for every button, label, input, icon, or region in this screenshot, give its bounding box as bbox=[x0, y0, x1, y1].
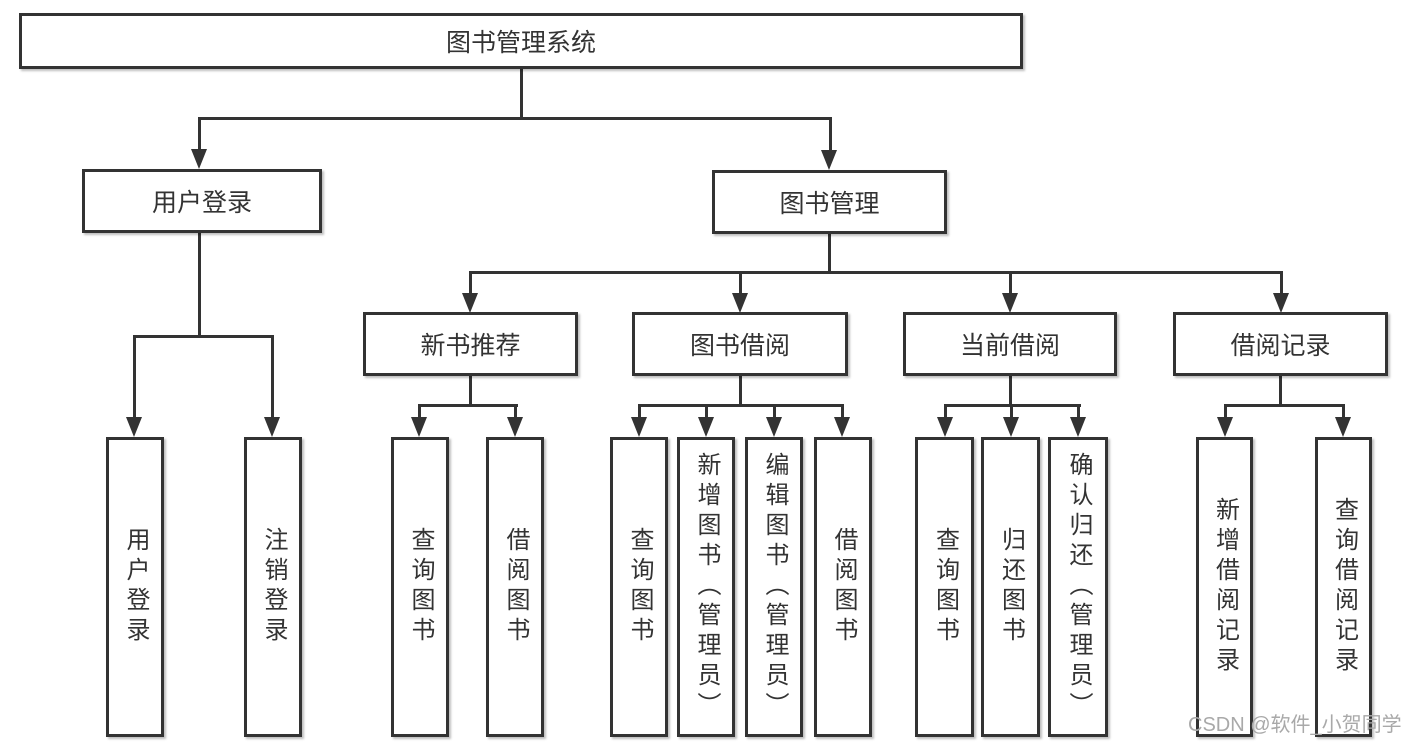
connector-line bbox=[1224, 404, 1345, 407]
leaf-query-borrow-record-label: 查询借阅记录 bbox=[1330, 497, 1358, 677]
arrow-down-icon bbox=[1217, 417, 1233, 437]
connector-line bbox=[638, 404, 844, 407]
leaf-edit-book-admin: 编辑图书（管理员） bbox=[745, 437, 803, 737]
node-root-label: 图书管理系统 bbox=[445, 29, 596, 57]
connector-line bbox=[705, 404, 708, 419]
node-new-book-recommend-label: 新书推荐 bbox=[420, 332, 521, 360]
leaf-user-login: 用户登录 bbox=[106, 437, 164, 737]
connector-line bbox=[638, 404, 641, 419]
leaf-return-book: 归还图书 bbox=[981, 437, 1040, 737]
connector-line bbox=[944, 404, 947, 419]
arrow-down-icon bbox=[821, 150, 837, 170]
connector-line bbox=[520, 69, 523, 118]
leaf-query-borrow-record: 查询借阅记录 bbox=[1315, 437, 1372, 737]
connector-line bbox=[418, 404, 518, 407]
node-current-borrow: 当前借阅 bbox=[903, 312, 1117, 376]
connector-line bbox=[198, 117, 832, 120]
leaf-borrow-book-recommend: 借阅图书 bbox=[486, 437, 544, 737]
arrow-down-icon bbox=[1070, 417, 1086, 437]
connector-line bbox=[1010, 404, 1013, 419]
node-user-login-label: 用户登录 bbox=[151, 189, 252, 217]
connector-line bbox=[469, 271, 472, 295]
arrow-down-icon bbox=[1003, 417, 1019, 437]
connector-line bbox=[828, 234, 831, 274]
leaf-query-book-borrow-label: 查询图书 bbox=[626, 527, 653, 647]
node-book-management: 图书管理 bbox=[712, 170, 947, 234]
leaf-query-book-recommend-label: 查询图书 bbox=[407, 527, 434, 647]
arrow-down-icon bbox=[462, 293, 478, 313]
leaf-add-book-admin-label: 新增图书（管理员） bbox=[693, 452, 720, 722]
connector-line bbox=[1009, 271, 1012, 295]
arrow-down-icon bbox=[834, 417, 850, 437]
leaf-logout: 注销登录 bbox=[244, 437, 302, 737]
connector-line bbox=[1342, 404, 1345, 419]
connector-line bbox=[739, 376, 742, 406]
connector-line bbox=[1224, 404, 1227, 419]
leaf-query-book-borrow: 查询图书 bbox=[610, 437, 668, 737]
leaf-query-book-recommend: 查询图书 bbox=[391, 437, 449, 737]
node-book-management-label: 图书管理 bbox=[779, 190, 880, 218]
node-root: 图书管理系统 bbox=[19, 13, 1023, 69]
connector-line bbox=[198, 117, 201, 150]
node-new-book-recommend: 新书推荐 bbox=[363, 312, 578, 376]
connector-line bbox=[1279, 376, 1282, 406]
connector-line bbox=[271, 335, 274, 419]
leaf-edit-book-admin-label: 编辑图书（管理员） bbox=[761, 452, 788, 722]
node-book-borrow: 图书借阅 bbox=[632, 312, 848, 376]
connector-line bbox=[469, 271, 1283, 274]
arrow-down-icon bbox=[191, 149, 207, 169]
leaf-borrow-book: 借阅图书 bbox=[814, 437, 872, 737]
arrow-down-icon bbox=[264, 417, 280, 437]
leaf-add-borrow-record: 新增借阅记录 bbox=[1196, 437, 1253, 737]
watermark: CSDN @软件_小贺同学 bbox=[1188, 714, 1402, 736]
leaf-add-borrow-record-label: 新增借阅记录 bbox=[1211, 497, 1239, 677]
leaf-confirm-return-admin-label: 确认归还（管理员） bbox=[1065, 452, 1092, 722]
node-borrow-record: 借阅记录 bbox=[1173, 312, 1388, 376]
node-current-borrow-label: 当前借阅 bbox=[959, 332, 1060, 360]
connector-line bbox=[198, 233, 201, 336]
leaf-borrow-book-recommend-label: 借阅图书 bbox=[502, 527, 529, 647]
connector-line bbox=[133, 335, 274, 338]
arrow-down-icon bbox=[631, 417, 647, 437]
arrow-down-icon bbox=[411, 417, 427, 437]
node-borrow-record-label: 借阅记录 bbox=[1230, 332, 1331, 360]
arrow-down-icon bbox=[1335, 417, 1351, 437]
leaf-return-book-label: 归还图书 bbox=[997, 527, 1025, 647]
connector-line bbox=[739, 271, 742, 295]
arrow-down-icon bbox=[1002, 293, 1018, 313]
connector-line bbox=[773, 404, 776, 419]
arrow-down-icon bbox=[937, 417, 953, 437]
node-book-borrow-label: 图书借阅 bbox=[689, 332, 790, 360]
leaf-query-book-current-label: 查询图书 bbox=[931, 527, 959, 647]
leaf-query-book-current: 查询图书 bbox=[915, 437, 974, 737]
connector-line bbox=[829, 117, 832, 151]
leaf-borrow-book-label: 借阅图书 bbox=[830, 527, 857, 647]
leaf-logout-label: 注销登录 bbox=[260, 527, 287, 647]
connector-line bbox=[514, 404, 517, 419]
arrow-down-icon bbox=[1273, 293, 1289, 313]
connector-line bbox=[469, 376, 472, 406]
connector-line bbox=[418, 404, 421, 419]
leaf-confirm-return-admin: 确认归还（管理员） bbox=[1048, 437, 1108, 737]
arrow-down-icon bbox=[698, 417, 714, 437]
arrow-down-icon bbox=[126, 417, 142, 437]
connector-line bbox=[1009, 376, 1012, 406]
connector-line bbox=[1280, 271, 1283, 295]
connector-line bbox=[841, 404, 844, 419]
arrow-down-icon bbox=[507, 417, 523, 437]
arrow-down-icon bbox=[732, 293, 748, 313]
arrow-down-icon bbox=[766, 417, 782, 437]
leaf-add-book-admin: 新增图书（管理员） bbox=[677, 437, 735, 737]
connector-line bbox=[133, 335, 136, 419]
connector-line bbox=[1077, 404, 1080, 419]
leaf-user-login-label: 用户登录 bbox=[122, 527, 149, 647]
node-user-login: 用户登录 bbox=[82, 169, 322, 233]
